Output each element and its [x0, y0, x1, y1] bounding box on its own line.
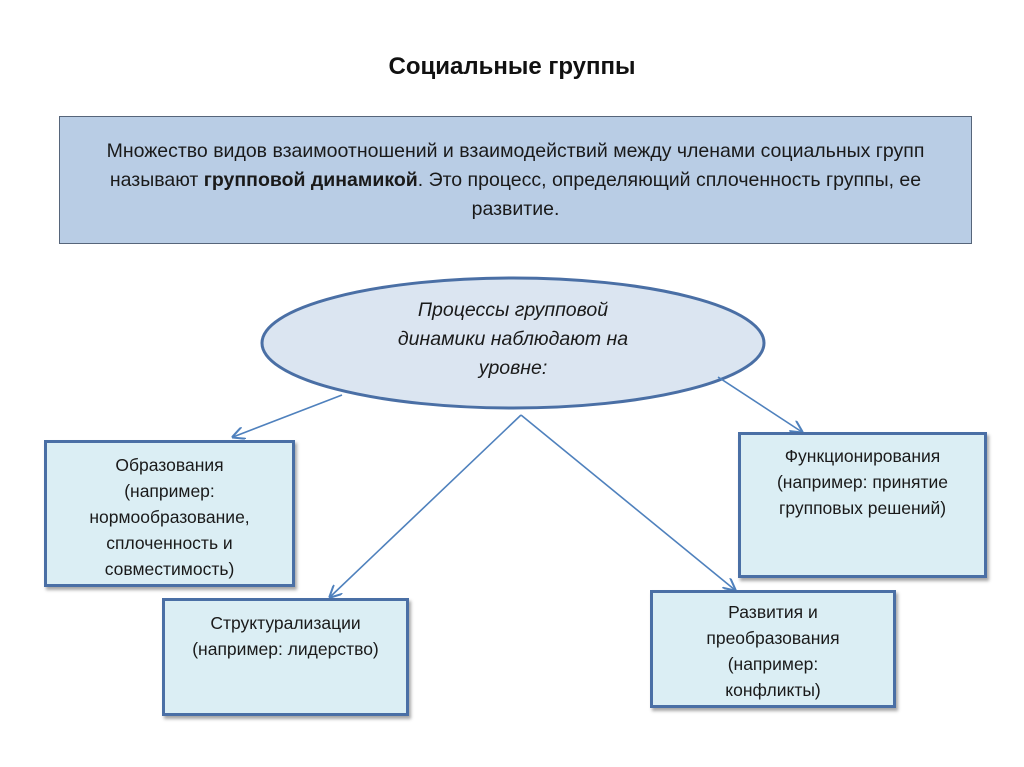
level-formation-box: Образования (например: нормообразование,… [44, 440, 295, 587]
definition-text: Множество видов взаимоотношений и взаимо… [101, 137, 931, 224]
arrow-to-development [520, 414, 735, 590]
level-development-box: Развития и преобразования (например: кон… [650, 590, 896, 708]
definition-text-end: . Это процесс, определяющий сплоченность… [417, 168, 922, 220]
center-ellipse [260, 276, 766, 410]
arrow-to-functioning [717, 376, 802, 432]
definition-box: Множество видов взаимоотношений и взаимо… [59, 116, 972, 244]
definition-text-start: Множество видов взаимоотношений и взаимо… [106, 139, 925, 191]
arrow-to-structuring [330, 414, 522, 597]
center-ellipse-text: Процессы групповой динамики наблюдают на… [300, 296, 726, 383]
arrow-to-formation [233, 394, 343, 437]
page-title: Социальные группы [388, 53, 636, 80]
definition-term: групповой динамикой [203, 168, 418, 191]
level-functioning-box: Функционирования (например: принятие гру… [738, 432, 987, 578]
level-development-text: Развития и преобразования (например: кон… [706, 602, 840, 700]
level-structuring-text: Структурализации (например: лидерство) [192, 613, 379, 659]
level-formation-text: Образования (например: нормообразование,… [89, 455, 250, 579]
level-functioning-text: Функционирования (например: принятие гру… [776, 446, 949, 518]
level-structuring-box: Структурализации (например: лидерство) [162, 598, 409, 716]
center-ellipse-label: Процессы групповой динамики наблюдают на… [397, 299, 629, 379]
